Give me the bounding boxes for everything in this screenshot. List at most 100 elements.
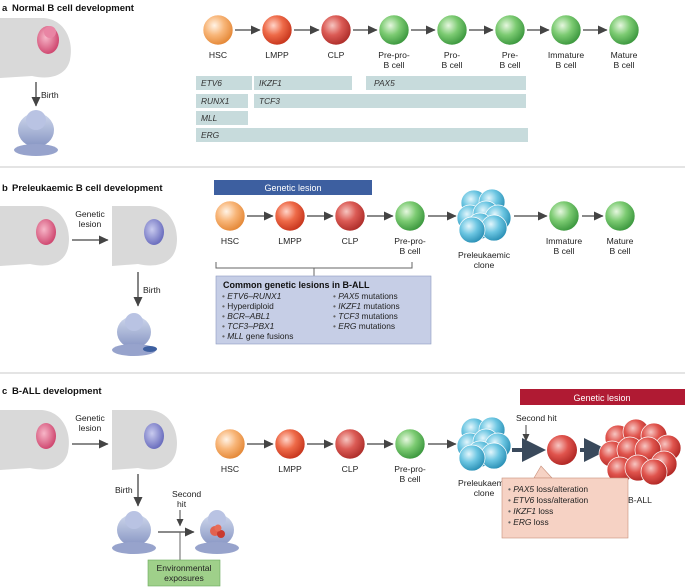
genetic-lesion-label-2: lesion xyxy=(79,219,102,229)
lesion-bracket xyxy=(215,262,413,269)
panel-c-cell-row: HSC LMPP CLP Pre-pro-B cell Preleukaemicclon… xyxy=(214,416,512,498)
second-hit-lesions-list: • PAX5 loss/alteration• ETV6 loss/altera… xyxy=(508,484,589,527)
stage-cell-clp xyxy=(334,200,366,232)
panel-b: b Preleukaemic B cell development Geneti… xyxy=(0,180,636,356)
gene-label-ikzf1: IKZF1 xyxy=(259,78,282,88)
panel-c: c B-ALL development Genetic lesion Birth… xyxy=(0,386,685,587)
panel-a-title: Normal B cell development xyxy=(12,3,135,14)
panel-b-title: Preleukaemic B cell development xyxy=(12,183,163,194)
genetic-lesion-label-2: lesion xyxy=(79,423,102,433)
gene-bar-etv6 xyxy=(196,76,352,90)
stage-label: CLP xyxy=(342,464,359,474)
stage-label-2: B cell xyxy=(399,246,420,256)
panel-b-cell-row: HSC LMPP CLP Pre-pro-B cell Preleukaemicclon… xyxy=(214,188,636,270)
genetic-lesion-bar xyxy=(214,180,372,195)
genetic-lesion-bar-label: Genetic lesion xyxy=(264,183,321,193)
stage-cell-pre-pro-b-cell xyxy=(394,200,426,232)
stage-label-2: B cell xyxy=(399,474,420,484)
pregnancy-icon xyxy=(0,410,69,470)
stage-cell-lmpp xyxy=(274,428,306,460)
b-all-cluster xyxy=(598,418,682,486)
lesion-item: • MLL gene fusions xyxy=(222,331,293,341)
stage-label: Preleukaemic xyxy=(458,250,511,260)
lesion-item: • TCF3 mutations xyxy=(333,311,398,321)
gene-label-runx1: RUNX1 xyxy=(201,96,229,106)
b-all-label: B-ALL xyxy=(628,495,652,505)
panel-a-letter: a xyxy=(2,3,8,14)
gene-bar-tcf3 xyxy=(254,94,526,108)
stage-label: Immature xyxy=(546,236,583,246)
genetic-lesion-label: Genetic xyxy=(75,209,105,219)
baby-icon xyxy=(112,511,156,554)
stage-label-2: B cell xyxy=(555,60,576,70)
stage-label: CLP xyxy=(342,236,359,246)
environmental-exposures-label: Environmental xyxy=(157,563,212,573)
stage-label: Pre-pro- xyxy=(394,236,426,246)
stage-label-2: clone xyxy=(474,488,495,498)
lesion-item: • ETV6–RUNX1 xyxy=(222,291,281,301)
second-hit-label: Second xyxy=(172,489,201,499)
pregnancy-icon xyxy=(0,18,71,78)
stage-label: LMPP xyxy=(278,464,302,474)
stage-label: LMPP xyxy=(278,236,302,246)
stage-label: Pre- xyxy=(502,50,518,60)
stage-cell-lmpp xyxy=(274,200,306,232)
environmental-exposures-label-2: exposures xyxy=(164,573,204,583)
stage-cell-hsc xyxy=(202,14,234,46)
genetic-lesion-bar xyxy=(520,389,685,405)
panel-c-title: B-ALL development xyxy=(12,386,102,397)
gene-expression-bars: ETV6 IKZF1 PAX5 RUNX1 TCF3 MLL ERG xyxy=(196,76,528,142)
stage-cell-immatureb-cell xyxy=(548,200,580,232)
stage-label: HSC xyxy=(221,236,239,246)
stage-cell-pre-pro-b-cell xyxy=(394,428,426,460)
stage-cell-pro-b-cell xyxy=(436,14,468,46)
gene-label-pax5: PAX5 xyxy=(374,78,395,88)
stage-cell-clp xyxy=(334,428,366,460)
stage-label: Pre-pro- xyxy=(394,464,426,474)
callout-pointer xyxy=(533,465,553,479)
stage-label-2: B cell xyxy=(499,60,520,70)
baby-leukaemia-icon xyxy=(195,510,239,554)
gene-bar-erg xyxy=(196,128,528,142)
lesion-item: • IKZF1 mutations xyxy=(333,301,400,311)
stage-label: Preleukaemic xyxy=(458,478,511,488)
gene-bar-runx1 xyxy=(196,94,248,108)
common-lesions-list: • ETV6–RUNX1• Hyperdiploid• BCR–ABL1• TC… xyxy=(222,291,400,341)
stage-label: Pro- xyxy=(444,50,460,60)
stage-label: Immature xyxy=(548,50,585,60)
stage-cell-hsc xyxy=(214,200,246,232)
second-hit-item: • ETV6 loss/alteration xyxy=(508,495,589,505)
second-hit-flow-label: Second hit xyxy=(516,413,557,423)
birth-label: Birth xyxy=(41,90,59,100)
pregnancy-icon xyxy=(0,206,69,266)
gene-label-erg: ERG xyxy=(201,130,220,140)
stage-label: Mature xyxy=(611,50,638,60)
gene-label-tcf3: TCF3 xyxy=(259,96,280,106)
baby-icon xyxy=(14,110,58,156)
lesion-item: • TCF3–PBX1 xyxy=(222,321,274,331)
stage-label-2: B cell xyxy=(441,60,462,70)
second-hit-lesions-box xyxy=(501,477,629,539)
stage-label-2: clone xyxy=(474,260,495,270)
stage-label-2: B cell xyxy=(383,60,404,70)
gene-bar-pax5 xyxy=(366,76,526,90)
birth-label: Birth xyxy=(115,485,133,495)
gene-label-etv6: ETV6 xyxy=(201,78,222,88)
stage-label: Mature xyxy=(607,236,634,246)
second-hit-item: • ERG loss xyxy=(508,517,549,527)
second-hit-label-2: hit xyxy=(177,499,187,509)
stage-cell-pre-b-cell xyxy=(494,14,526,46)
common-lesions-box xyxy=(215,275,432,345)
stage-cell-matureb-cell xyxy=(608,14,640,46)
stage-cell-hsc xyxy=(214,428,246,460)
second-hit-cell xyxy=(547,435,577,465)
common-lesions-title: Common genetic lesions in B-ALL xyxy=(223,280,370,290)
b-all-cell xyxy=(640,458,668,486)
stage-label-2: B cell xyxy=(613,60,634,70)
stage-label: HSC xyxy=(221,464,239,474)
preleukaemic-clone-cluster xyxy=(456,188,512,244)
gene-bar-mll xyxy=(196,111,248,125)
